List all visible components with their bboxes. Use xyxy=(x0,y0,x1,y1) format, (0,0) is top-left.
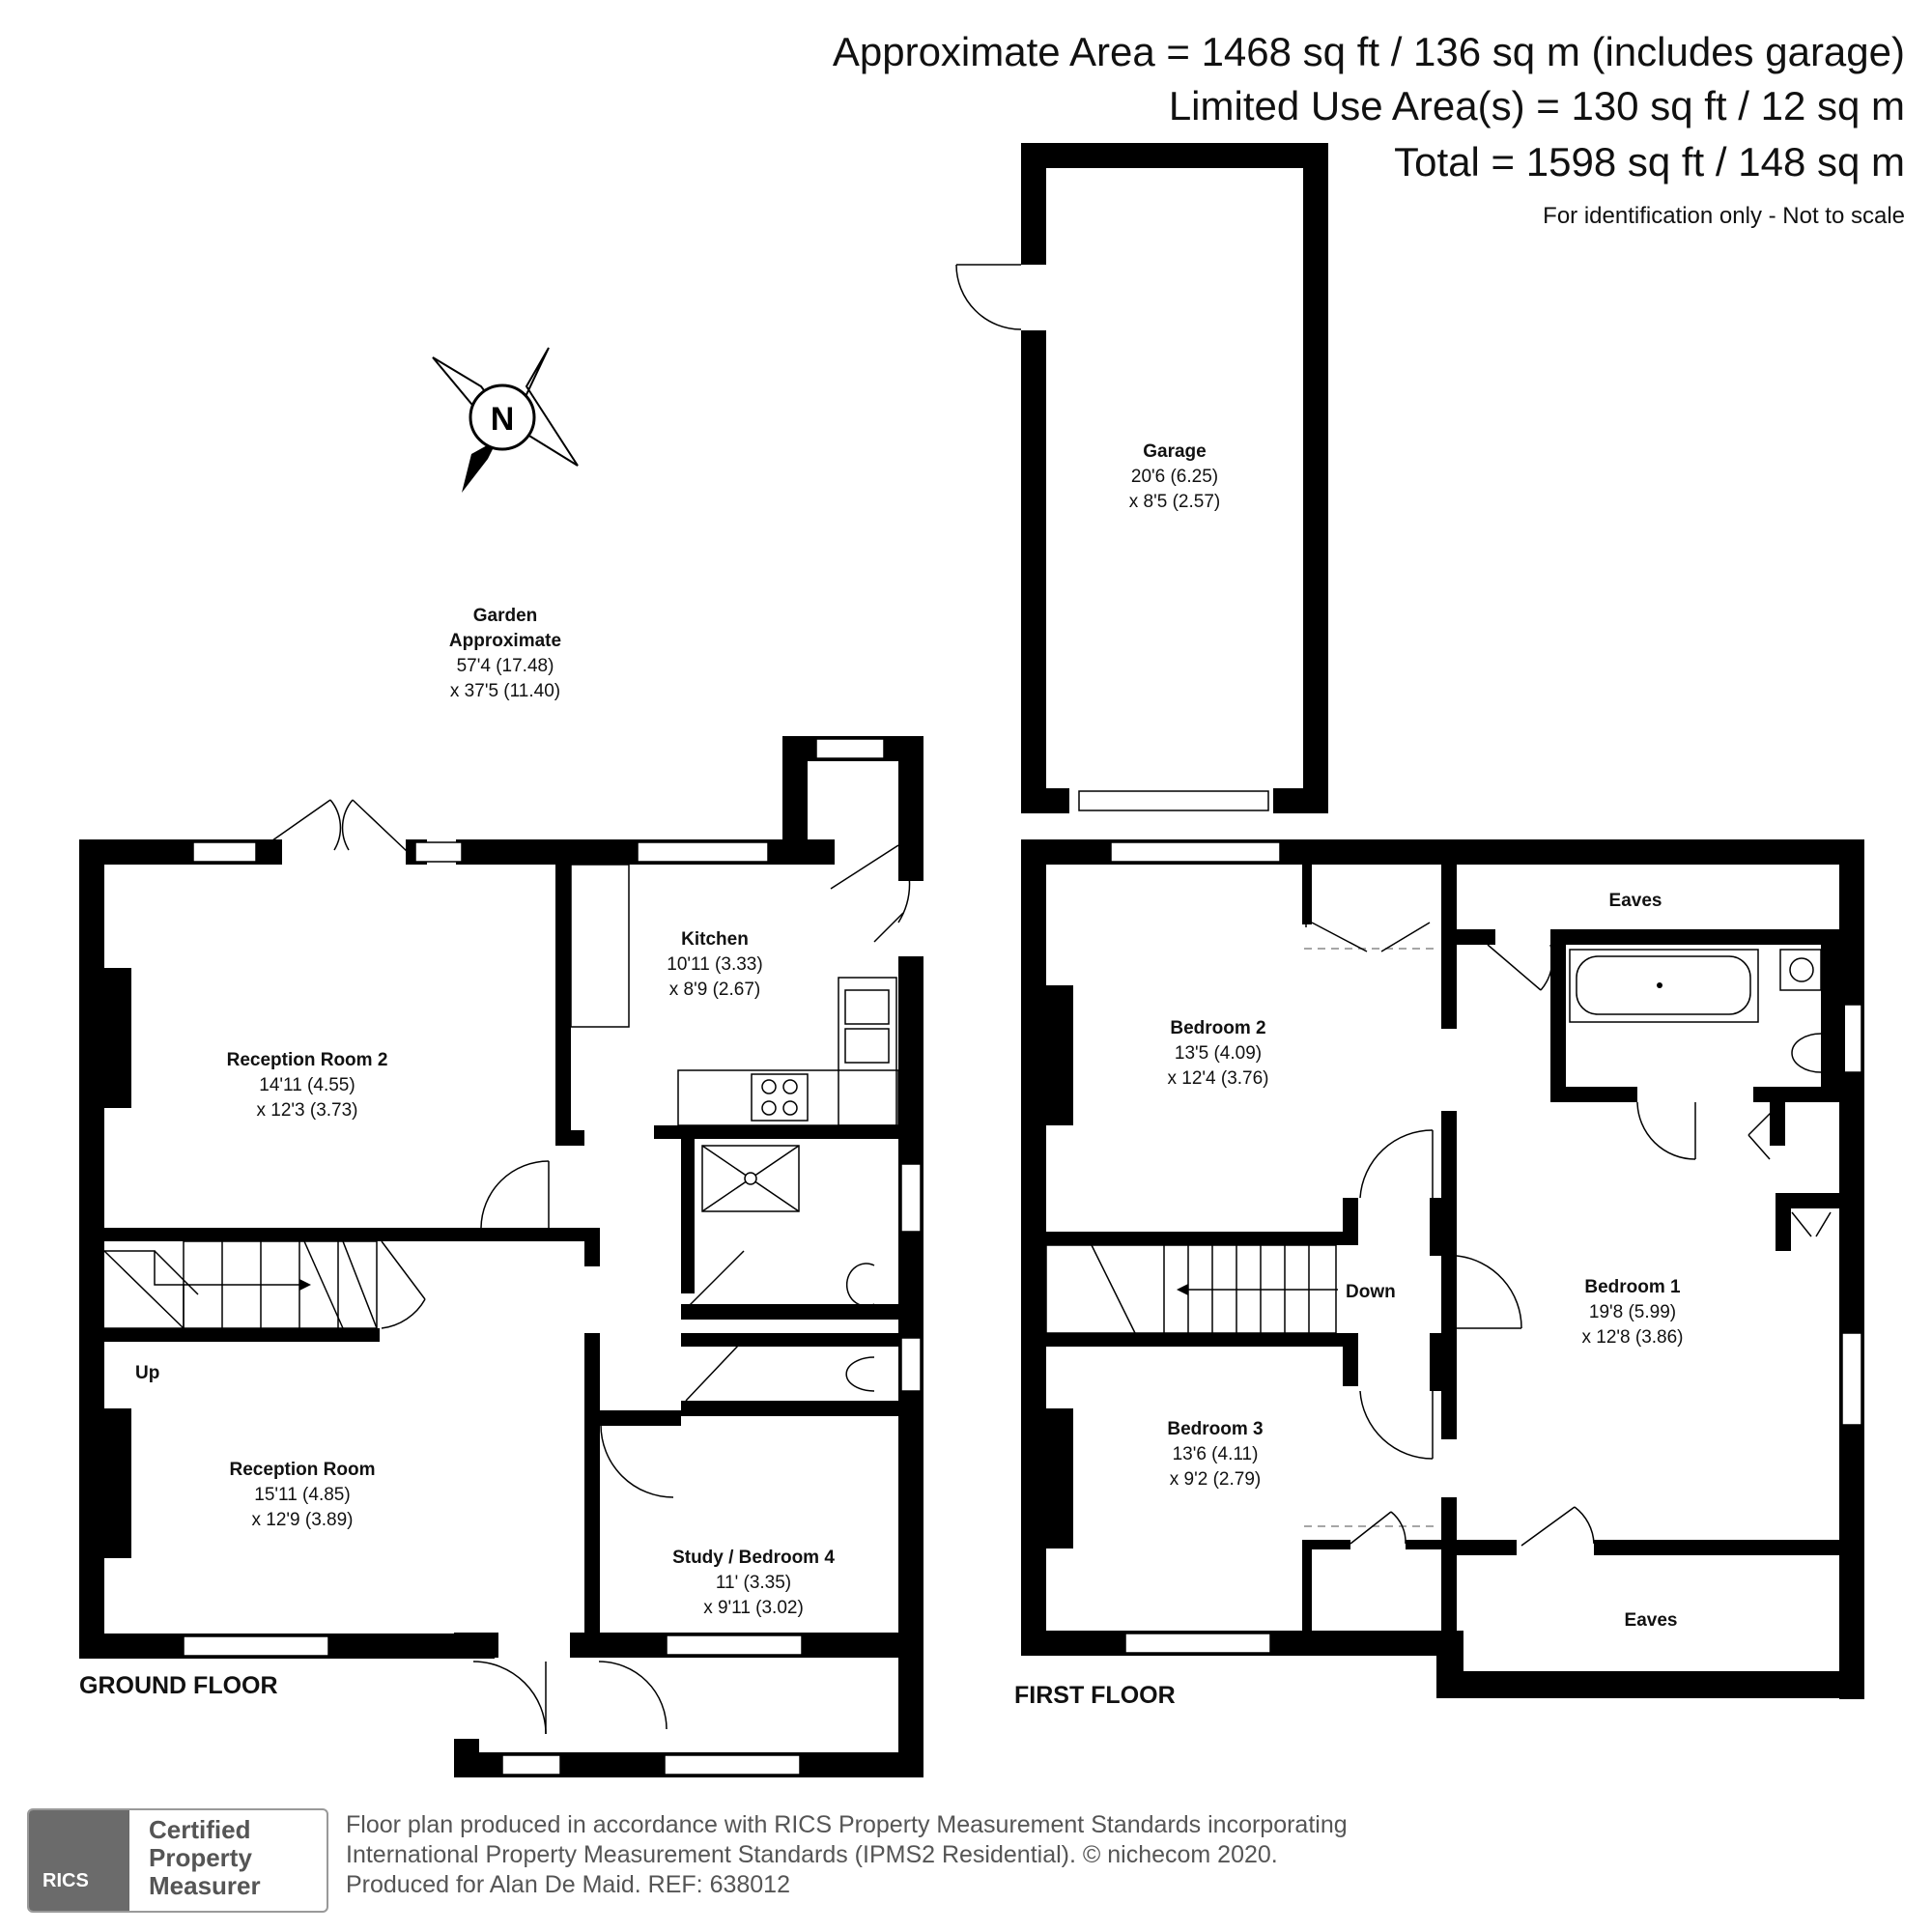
area-total: Total = 1598 sq ft / 148 sq m xyxy=(1394,139,1905,185)
disclaimer: For identification only - Not to scale xyxy=(1543,203,1905,229)
garden-dim-1: 57'4 (17.48) xyxy=(457,656,554,676)
garage xyxy=(955,143,1328,813)
bedroom-2-dim-1: 13'5 (4.09) xyxy=(1175,1043,1262,1064)
kitchen-name: Kitchen xyxy=(681,929,749,950)
bedroom-1-dim-1: 19'8 (5.99) xyxy=(1589,1302,1676,1322)
bedroom-3-dim-2: x 9'2 (2.79) xyxy=(1170,1469,1261,1490)
bedroom-2-name: Bedroom 2 xyxy=(1170,1018,1265,1038)
bedroom-3-name: Bedroom 3 xyxy=(1167,1419,1263,1439)
footer-line-3: Produced for Alan De Maid. REF: 638012 xyxy=(346,1871,790,1898)
ground-floor-walls xyxy=(79,736,923,1777)
footer-line-1: Floor plan produced in accordance with R… xyxy=(346,1811,1348,1838)
compass-icon: N xyxy=(432,347,579,493)
stairs-up-label: Up xyxy=(135,1363,159,1383)
reception-room-2-name: Reception Room 2 xyxy=(227,1050,388,1070)
study-dim-2: x 9'11 (3.02) xyxy=(703,1598,804,1618)
bedroom-3-dim-1: 13'6 (4.11) xyxy=(1173,1444,1259,1464)
footer-note: Floor plan produced in accordance with R… xyxy=(346,1810,1348,1900)
ground-floor-label: GROUND FLOOR xyxy=(79,1672,278,1699)
footer-line-2: International Property Measurement Stand… xyxy=(346,1841,1278,1868)
eaves-bottom-name: Eaves xyxy=(1625,1610,1678,1631)
first-floor-walls xyxy=(1021,839,1864,1699)
bedroom-1-name: Bedroom 1 xyxy=(1584,1277,1681,1297)
study-name: Study / Bedroom 4 xyxy=(672,1548,835,1568)
garage-dim-1: 20'6 (6.25) xyxy=(1131,467,1218,487)
bedroom-2-dim-2: x 12'4 (3.76) xyxy=(1167,1068,1268,1089)
badge-line-1: Certified xyxy=(149,1815,251,1844)
badge-line-2: Property xyxy=(149,1843,252,1872)
rics-logo-text: RICS xyxy=(43,1870,89,1891)
eaves-top-name: Eaves xyxy=(1609,891,1662,911)
garden-name: Garden xyxy=(473,606,538,626)
reception-room-2-dim-2: x 12'3 (3.73) xyxy=(256,1100,357,1121)
bedroom-1-dim-2: x 12'8 (3.86) xyxy=(1581,1327,1683,1348)
garage-dim-2: x 8'5 (2.57) xyxy=(1129,492,1220,512)
reception-room-2-dim-1: 14'11 (4.55) xyxy=(259,1075,355,1095)
stairs-down-label: Down xyxy=(1346,1282,1396,1302)
garage-name: Garage xyxy=(1143,441,1206,462)
badge-line-3: Measurer xyxy=(149,1871,261,1900)
reception-room-dim-1: 15'11 (4.85) xyxy=(254,1485,350,1505)
kitchen-dim-2: x 8'9 (2.67) xyxy=(669,980,760,1000)
first-floor-label: FIRST FLOOR xyxy=(1014,1682,1176,1709)
reception-room-name: Reception Room xyxy=(230,1460,376,1480)
area-limited-use: Limited Use Area(s) = 130 sq ft / 12 sq … xyxy=(1168,83,1905,128)
reception-room-dim-2: x 12'9 (3.89) xyxy=(251,1510,353,1530)
rics-logo-icon: RICS xyxy=(29,1810,129,1911)
kitchen-dim-1: 10'11 (3.33) xyxy=(667,954,762,975)
area-approximate: Approximate Area = 1468 sq ft / 136 sq m… xyxy=(832,29,1905,74)
study-dim-1: 11' (3.35) xyxy=(716,1573,791,1593)
garden-name-2: Approximate xyxy=(449,631,561,651)
garden-dim-2: x 37'5 (11.40) xyxy=(450,681,560,701)
rics-certified-badge: RICS Certified Property Measurer xyxy=(27,1808,328,1913)
compass-north-label: N xyxy=(491,401,515,438)
